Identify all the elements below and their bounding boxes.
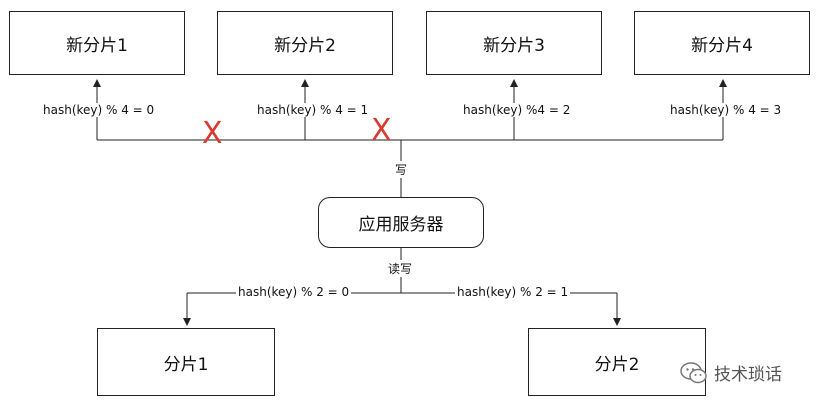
watermark: 技术琐话 <box>680 360 782 385</box>
cross-mark-left: X <box>202 116 223 151</box>
cross-mark-right: X <box>371 113 392 148</box>
new-shard-1: 新分片1 <box>9 11 185 75</box>
write-label: 写 <box>393 161 410 178</box>
shard-1: 分片1 <box>97 328 275 396</box>
hash2-label-1: hash(key) % 2 = 1 <box>455 285 571 299</box>
hash4-label-3: hash(key) % 4 = 3 <box>668 103 784 117</box>
new-shard-2: 新分片2 <box>217 11 393 75</box>
hash4-label-1: hash(key) % 4 = 1 <box>255 103 371 117</box>
hash2-label-0: hash(key) % 2 = 0 <box>236 285 352 299</box>
read-write-label: 读写 <box>386 260 415 277</box>
wechat-icon <box>680 361 707 383</box>
new-shard-4: 新分片4 <box>634 11 810 75</box>
new-shard-3: 新分片3 <box>426 11 602 75</box>
hash4-label-2: hash(key) %4 = 2 <box>461 103 573 117</box>
app-server: 应用服务器 <box>318 197 484 248</box>
hash4-label-0: hash(key) % 4 = 0 <box>41 103 157 117</box>
watermark-text: 技术琐话 <box>714 365 782 385</box>
shard-2: 分片2 <box>528 328 706 396</box>
